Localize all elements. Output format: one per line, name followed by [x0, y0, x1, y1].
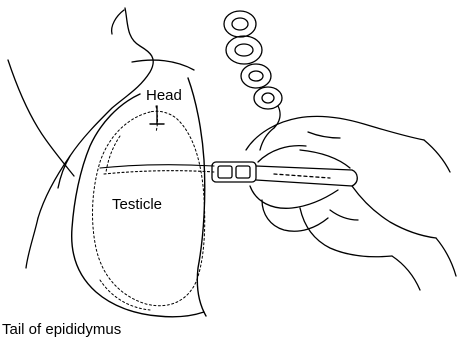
- label-testicle: Testicle: [112, 197, 162, 212]
- label-head: Head: [146, 88, 182, 103]
- caliper: [212, 162, 357, 186]
- hand: [246, 116, 456, 290]
- body-outline: [8, 8, 194, 268]
- head-marker: [150, 106, 164, 124]
- measurement-line: [100, 165, 214, 174]
- bead-chain: [224, 11, 282, 150]
- label-tail-of-epididymus: Tail of epididymus: [2, 322, 121, 337]
